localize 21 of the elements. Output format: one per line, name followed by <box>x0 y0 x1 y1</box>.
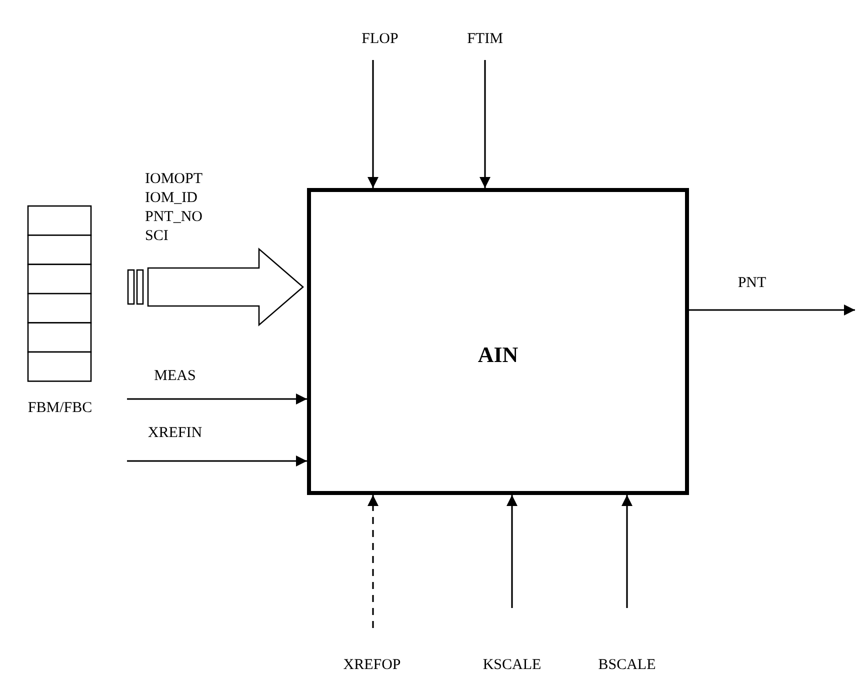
arrow <box>368 495 378 628</box>
edge-label: BSCALE <box>598 656 656 674</box>
arrow <box>127 394 307 404</box>
arrow <box>689 304 855 316</box>
arrow <box>127 456 307 466</box>
edge-label: XREFOP <box>343 656 401 674</box>
edge-label: FLOP <box>362 30 398 48</box>
arrow <box>506 495 518 608</box>
edge-label: MEAS <box>154 367 196 385</box>
edge-label: PNT <box>738 274 766 292</box>
edge-label: KSCALE <box>482 656 542 674</box>
function-block <box>307 188 689 495</box>
edge-label: FTIM <box>467 30 503 48</box>
arrow <box>368 60 378 188</box>
edge-label: XREFIN <box>148 424 202 442</box>
arrow <box>480 60 490 188</box>
block-name: AIN <box>476 342 520 368</box>
node-label: FBM/FBC <box>26 400 94 417</box>
arrow <box>622 495 632 608</box>
edge-label: IOMOPT IOM_ID PNT_NO SCI <box>145 170 202 246</box>
block-arrow <box>127 248 304 326</box>
